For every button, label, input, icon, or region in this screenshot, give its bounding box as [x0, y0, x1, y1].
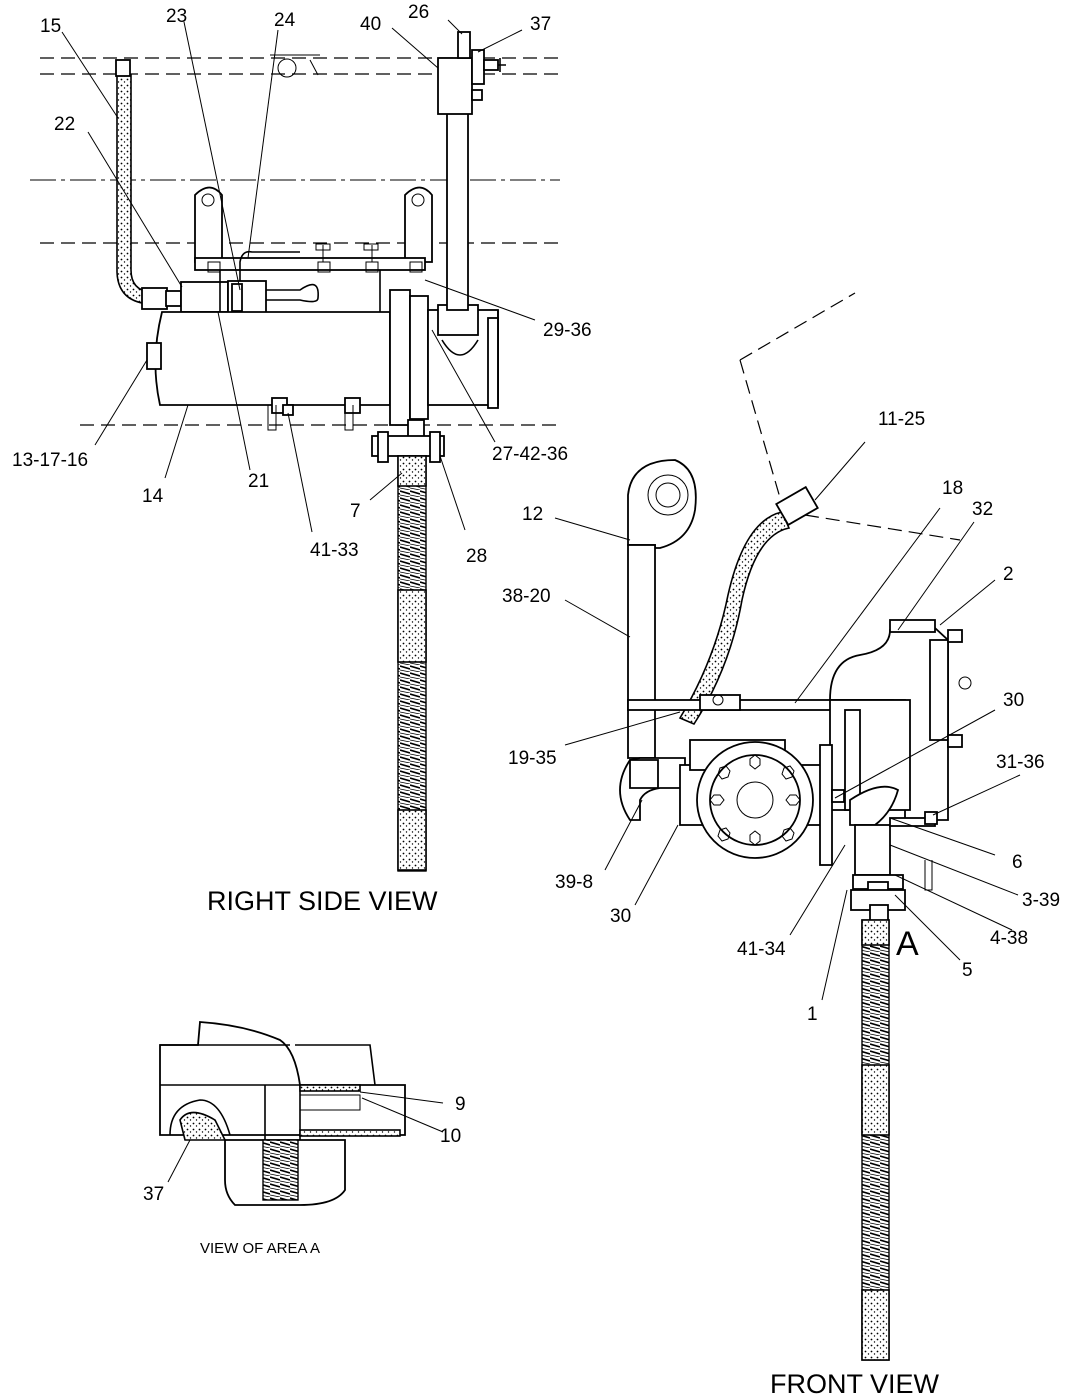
- callout-27-42-36: 27-42-36: [492, 444, 568, 465]
- callout-28: 28: [466, 546, 487, 567]
- callout-14: 14: [142, 486, 164, 507]
- area-a-view: [159, 1021, 406, 1206]
- front-view: [619, 292, 972, 1361]
- callout-7: 7: [350, 501, 361, 522]
- callout-4-38: 4-38: [990, 928, 1028, 949]
- callout-24: 24: [274, 10, 296, 31]
- callout-29-36: 29-36: [543, 320, 592, 341]
- right-side-view: [30, 31, 560, 872]
- callout-40: 40: [360, 14, 381, 35]
- callout-39-8: 39-8: [555, 872, 593, 893]
- callout-37: 37: [530, 14, 551, 35]
- callout-3-39: 3-39: [1022, 890, 1060, 911]
- callout-21: 21: [248, 471, 269, 492]
- callout-15: 15: [40, 16, 61, 37]
- callout-38-20: 38-20: [502, 586, 551, 607]
- callout-26: 26: [408, 2, 429, 23]
- callout-32: 32: [972, 499, 993, 520]
- right-side-view-title: RIGHT SIDE VIEW: [207, 886, 438, 916]
- leader-lines: [61, 19, 1021, 1183]
- callout-30-left: 30: [610, 906, 631, 927]
- callout-41-33: 41-33: [310, 540, 359, 561]
- callout-10: 10: [440, 1126, 461, 1147]
- callout-37-area-a: 37: [143, 1184, 164, 1205]
- callout-11-25: 11-25: [878, 409, 925, 430]
- elbow-12: [627, 459, 697, 549]
- callout-23: 23: [166, 6, 187, 27]
- callout-1: 1: [807, 1004, 818, 1025]
- callout-22: 22: [54, 114, 75, 135]
- callout-19-35: 19-35: [508, 748, 557, 769]
- hose-11: [678, 511, 791, 726]
- callout-30-right: 30: [1003, 690, 1024, 711]
- front-view-title: FRONT VIEW: [770, 1369, 940, 1399]
- callout-6: 6: [1012, 852, 1023, 873]
- body-14: [154, 311, 391, 406]
- area-a-view-title: VIEW OF AREA A: [200, 1240, 320, 1257]
- callout-41-34: 41-34: [737, 939, 786, 960]
- hose-15: [116, 74, 151, 305]
- callout-13-17-16: 13-17-16: [12, 450, 88, 471]
- callouts: 15 23 24 40 26 37 22 29-36 27-42-36 13-1…: [12, 2, 1060, 1205]
- callout-12: 12: [522, 504, 543, 525]
- callout-9: 9: [455, 1094, 466, 1115]
- area-a-marker: A: [896, 925, 919, 963]
- suction-hose-7: [397, 455, 427, 872]
- callout-18: 18: [942, 478, 963, 499]
- callout-31-36: 31-36: [996, 752, 1045, 773]
- callout-2: 2: [1003, 564, 1014, 585]
- callout-5: 5: [962, 960, 973, 981]
